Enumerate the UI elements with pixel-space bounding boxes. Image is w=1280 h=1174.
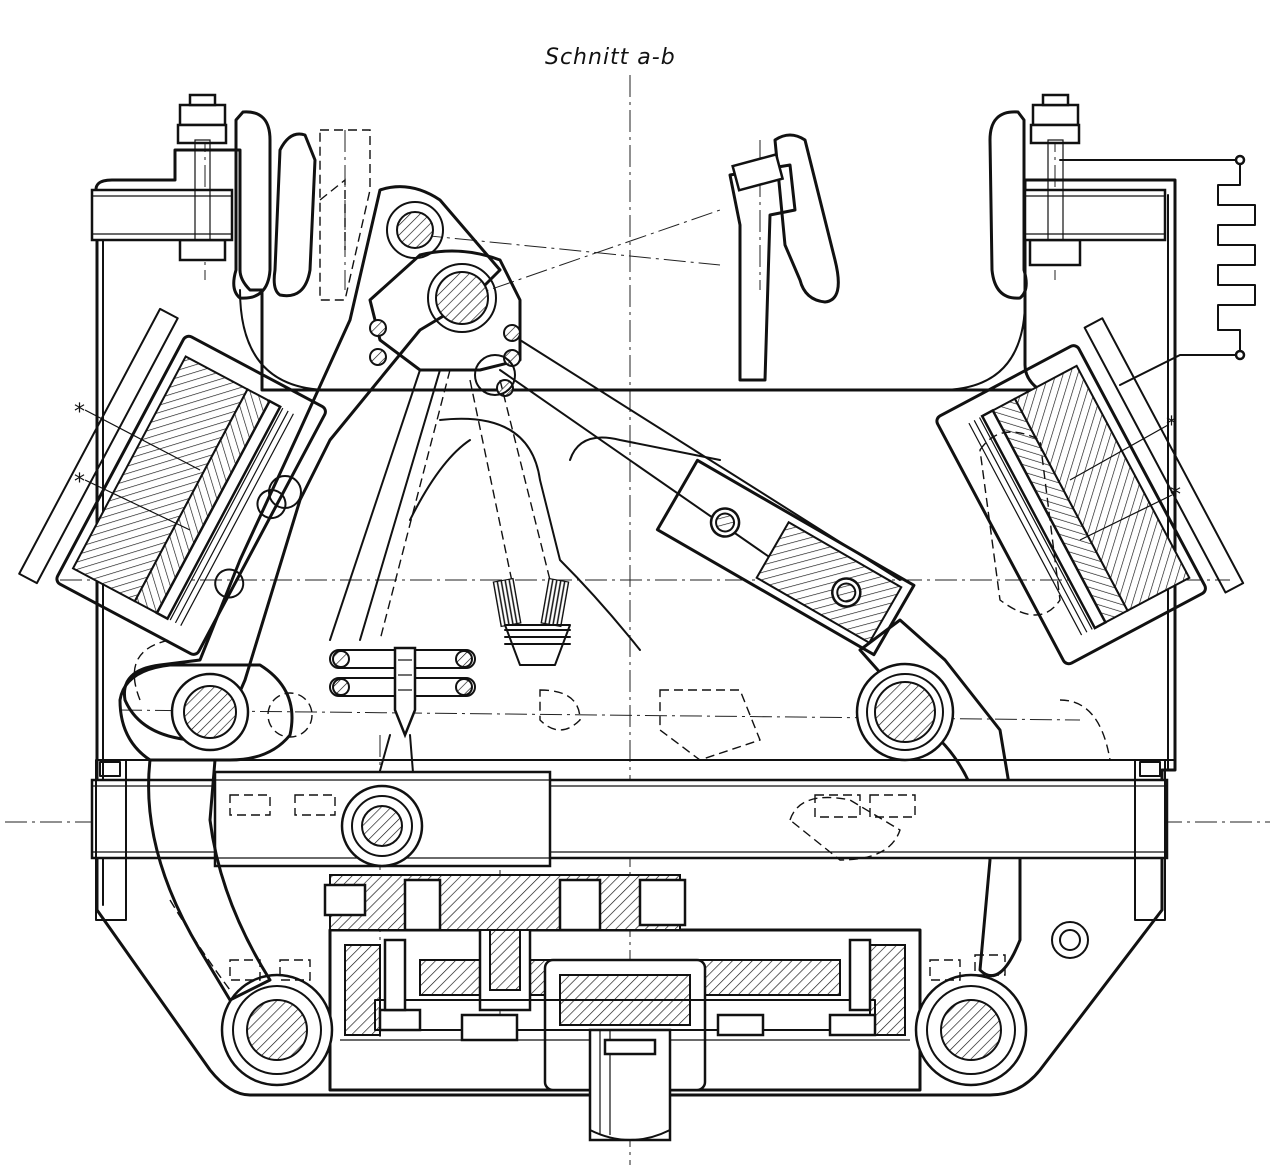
lower-left-wheel bbox=[220, 959, 334, 1087]
output-shaft bbox=[588, 1028, 672, 1142]
left-hook-arm bbox=[232, 110, 317, 300]
right-brake-shoe bbox=[935, 317, 1245, 666]
main-shaft bbox=[90, 759, 1169, 921]
asterisk-markers: * * * * bbox=[74, 400, 1181, 541]
right-hook-arm bbox=[728, 110, 1028, 382]
gear-box bbox=[323, 874, 922, 1092]
marker-star: * bbox=[1170, 483, 1181, 508]
left-brake-shoe bbox=[18, 307, 327, 656]
marker-star: * bbox=[74, 400, 85, 425]
left-lower-pivot bbox=[118, 663, 313, 762]
top-right-bolt bbox=[1023, 93, 1167, 267]
right-slider-block bbox=[655, 458, 916, 657]
marker-star: * bbox=[1166, 413, 1177, 438]
top-left-bolt bbox=[90, 93, 234, 262]
lower-right-wheel bbox=[914, 954, 1028, 1087]
section-title: Schnitt a-b bbox=[545, 45, 676, 70]
hidden-contours bbox=[133, 129, 1111, 861]
upper-pivot bbox=[368, 249, 522, 397]
contact-comb bbox=[1059, 154, 1256, 386]
left-lower-link bbox=[147, 758, 1089, 1002]
pin-bars bbox=[329, 646, 476, 861]
right-lever bbox=[855, 618, 1022, 978]
springs bbox=[492, 577, 571, 666]
marker-star: * bbox=[74, 470, 85, 495]
